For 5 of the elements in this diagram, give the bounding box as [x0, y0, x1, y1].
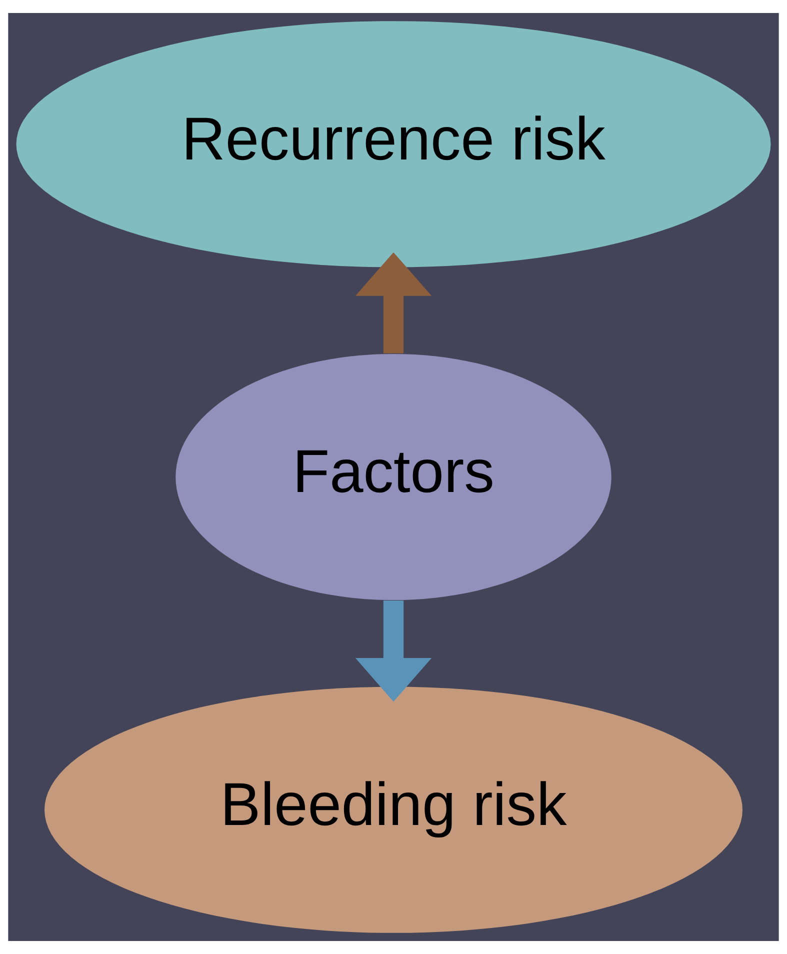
node-ellipse: Bleeding risk [44, 686, 742, 933]
arrow [355, 600, 432, 702]
node-ellipse: Recurrence risk [16, 21, 771, 268]
arrow [355, 252, 432, 354]
node-ellipse: Factors [176, 354, 612, 600]
